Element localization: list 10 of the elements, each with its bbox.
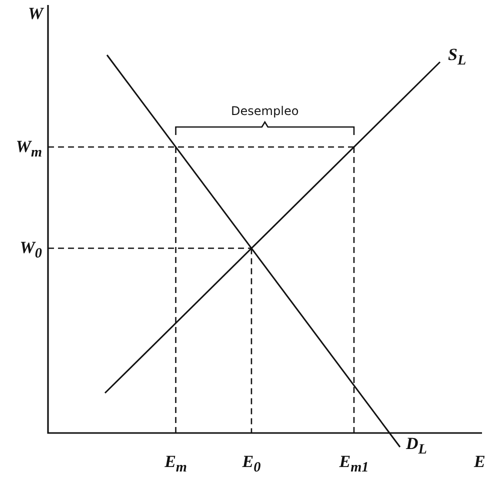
axis-label: W$_{0}$	[20, 239, 42, 261]
curve-label: D$_{L}$	[406, 435, 427, 457]
axis-label: E$_{m1}$	[339, 453, 369, 475]
axis-label: W	[28, 5, 44, 22]
bracket-label: Desempleo	[231, 105, 299, 117]
axis-label: E$_{0}$	[242, 453, 261, 475]
axis-label: E$_{m}$	[164, 453, 187, 475]
axis-label: W$_{m}$	[16, 138, 42, 160]
axis-label: E	[474, 453, 486, 470]
curve-label: S$_{L}$	[448, 46, 466, 68]
